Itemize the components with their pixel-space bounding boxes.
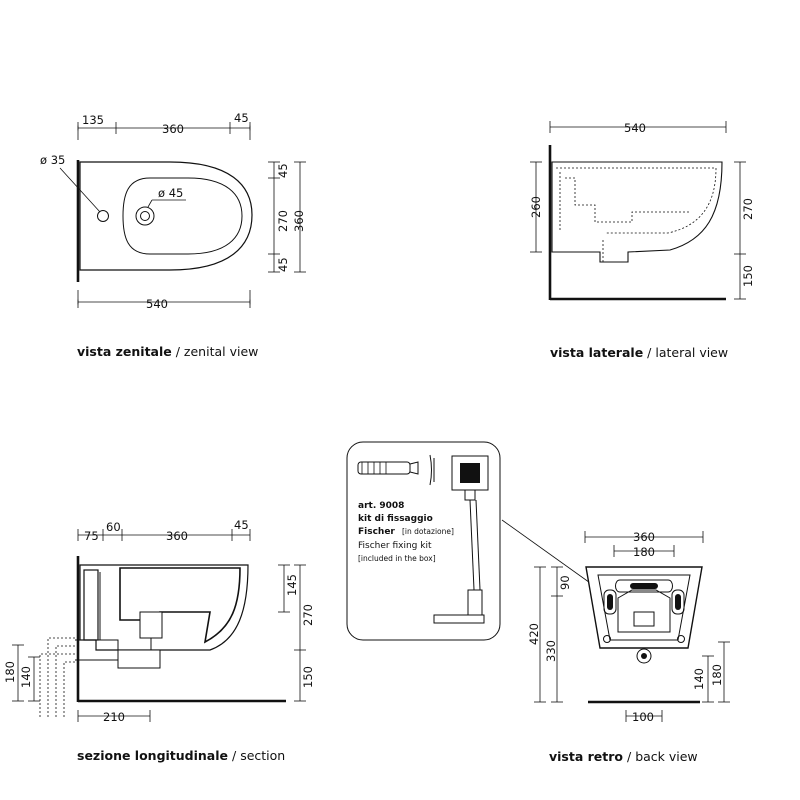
kit-title-it: kit di fissaggio — [358, 514, 433, 524]
caption-back-en: back view — [635, 749, 698, 764]
caption-back-it: vista retro — [549, 749, 624, 764]
caption-zenital-it: vista zenitale — [77, 344, 172, 359]
caption-zenital-en: zenital view — [183, 344, 259, 359]
dim-v140: 140 — [19, 666, 33, 688]
dim-v140: 140 — [692, 668, 706, 690]
dim-360: 360 — [633, 530, 655, 544]
dim-60: 60 — [106, 520, 121, 534]
dim-v45-top: 45 — [276, 163, 290, 178]
caption-lateral-it: vista laterale — [550, 345, 644, 360]
dim-100: 100 — [632, 710, 654, 724]
dim-v150: 150 — [301, 666, 315, 688]
dim-v270: 270 — [741, 198, 755, 220]
back-view: 360 180 90 420 330 140 180 100 — [527, 530, 730, 724]
dim-v180: 180 — [3, 661, 17, 683]
section-view: 75 60 360 45 145 270 150 180 140 210 — [3, 518, 315, 724]
dim-540: 540 — [146, 297, 168, 311]
kit-brand: Fischer — [358, 527, 395, 537]
dim-360: 360 — [162, 122, 184, 136]
kit-title-en: Fischer fixing kit — [358, 541, 432, 551]
dim-v330: 330 — [544, 640, 558, 662]
caption-lateral: vista laterale / lateral view — [550, 345, 729, 360]
caption-section-en: section — [240, 748, 286, 763]
dim-75: 75 — [84, 529, 99, 543]
dim-v180: 180 — [710, 664, 724, 686]
dim-210: 210 — [103, 710, 125, 724]
dim-v270: 270 — [301, 604, 315, 626]
lateral-view: 540 260 270 150 — [529, 121, 755, 301]
kit-included-it: [in dotazione] — [402, 527, 454, 536]
dim-180: 180 — [633, 545, 655, 559]
dim-v270: 270 — [276, 210, 290, 232]
dim-v145: 145 — [285, 574, 299, 596]
dim-540: 540 — [624, 121, 646, 135]
dim-v45-bottom: 45 — [276, 257, 290, 272]
dim-v420: 420 — [527, 623, 541, 645]
dim-v90: 90 — [558, 575, 572, 590]
dim-45: 45 — [234, 111, 249, 125]
dim-45: 45 — [234, 518, 249, 532]
dim-360: 360 — [166, 529, 188, 543]
caption-back: vista retro / back view — [549, 749, 698, 764]
dim-v150: 150 — [741, 265, 755, 287]
caption-section: sezione longitudinale / section — [77, 748, 286, 763]
dim-dia-35: ø 35 — [40, 153, 65, 167]
kit-included-en: [included in the box] — [358, 554, 436, 563]
kit-article: art. 9008 — [358, 501, 404, 511]
caption-section-it: sezione longitudinale — [77, 748, 229, 763]
fixing-kit-panel: art. 9008 kit di fissaggio Fischer [in d… — [346, 441, 601, 641]
dim-dia-45: ø 45 — [158, 186, 183, 200]
zenital-view: 135 360 45 ø 35 ø 45 540 45 270 360 45 — [40, 111, 306, 311]
dim-135: 135 — [82, 113, 104, 127]
caption-zenital: vista zenitale / zenital view — [77, 344, 259, 359]
dim-v360: 360 — [292, 210, 306, 232]
caption-lateral-en: lateral view — [655, 345, 729, 360]
dim-v260: 260 — [529, 196, 543, 218]
